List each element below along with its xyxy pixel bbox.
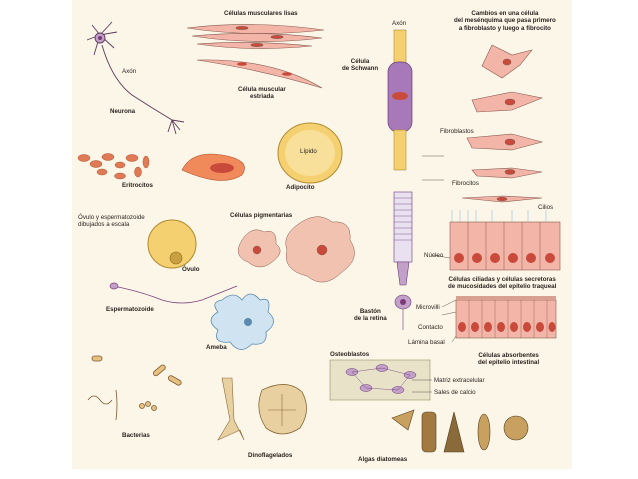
neuron <box>86 21 185 135</box>
schwann-cell <box>387 29 413 171</box>
amoeba <box>210 293 274 350</box>
label-contacto: Contacto <box>418 324 443 331</box>
ovum <box>147 219 197 269</box>
label-fibroblastos: Fibroblastos <box>440 128 474 135</box>
label-ameba: Ameba <box>206 344 227 351</box>
label-dinoflagelados: Dinoflagelados <box>248 452 293 459</box>
bacteria <box>87 355 182 421</box>
label-algas: Algas diatomeas <box>358 456 408 463</box>
dinoflagellates <box>217 377 307 441</box>
striated-muscle-cell <box>196 59 323 89</box>
label-microvilli: Microvilli <box>416 304 440 311</box>
sperm <box>109 282 238 304</box>
label-fibrocitos: Fibrocitos <box>452 180 479 187</box>
absorptive-epithelium <box>455 296 557 339</box>
illustration-canvas <box>77 21 561 453</box>
label-lipido: Lípido <box>300 148 317 155</box>
label-eritrocitos: Eritrocitos <box>122 182 153 189</box>
adipocyte <box>277 122 343 184</box>
ciliated-epithelium <box>449 210 561 271</box>
label-ovulo: Óvulo <box>182 266 200 273</box>
cell-diversity-plate: Células musculares lisas Axón Cambios en… <box>72 0 572 469</box>
label-bacterias: Bacterias <box>122 432 150 439</box>
large-red-cell <box>181 153 245 181</box>
erythrocytes <box>77 153 150 180</box>
label-adipocito: Adipocito <box>286 184 315 191</box>
label-axon-top: Axón <box>392 20 407 27</box>
label-axon-neuron: Axón <box>122 68 137 75</box>
fibroblast-transition <box>461 44 544 203</box>
label-osteoblastos: Osteoblastos <box>330 351 370 358</box>
label-pigment: Células pigmentarias <box>230 212 293 219</box>
label-cilios: Cilios <box>538 204 554 211</box>
smooth-muscle-cells <box>186 24 325 49</box>
pigment-cells <box>237 216 355 283</box>
label-lamina-basal: Lámina basal <box>408 339 445 346</box>
label-nucleo: Núcleo <box>424 252 444 259</box>
label-matriz: Matriz extracelular <box>434 377 485 384</box>
diatoms <box>391 409 529 453</box>
label-smooth-muscle: Células musculares lisas <box>224 10 298 17</box>
label-espermatozoide: Espermatozoide <box>106 306 154 313</box>
label-sales: Sales de calcio <box>434 389 476 396</box>
label-neurona: Neurona <box>110 108 136 115</box>
leader-lines <box>412 155 457 393</box>
retina-rod <box>393 191 413 330</box>
